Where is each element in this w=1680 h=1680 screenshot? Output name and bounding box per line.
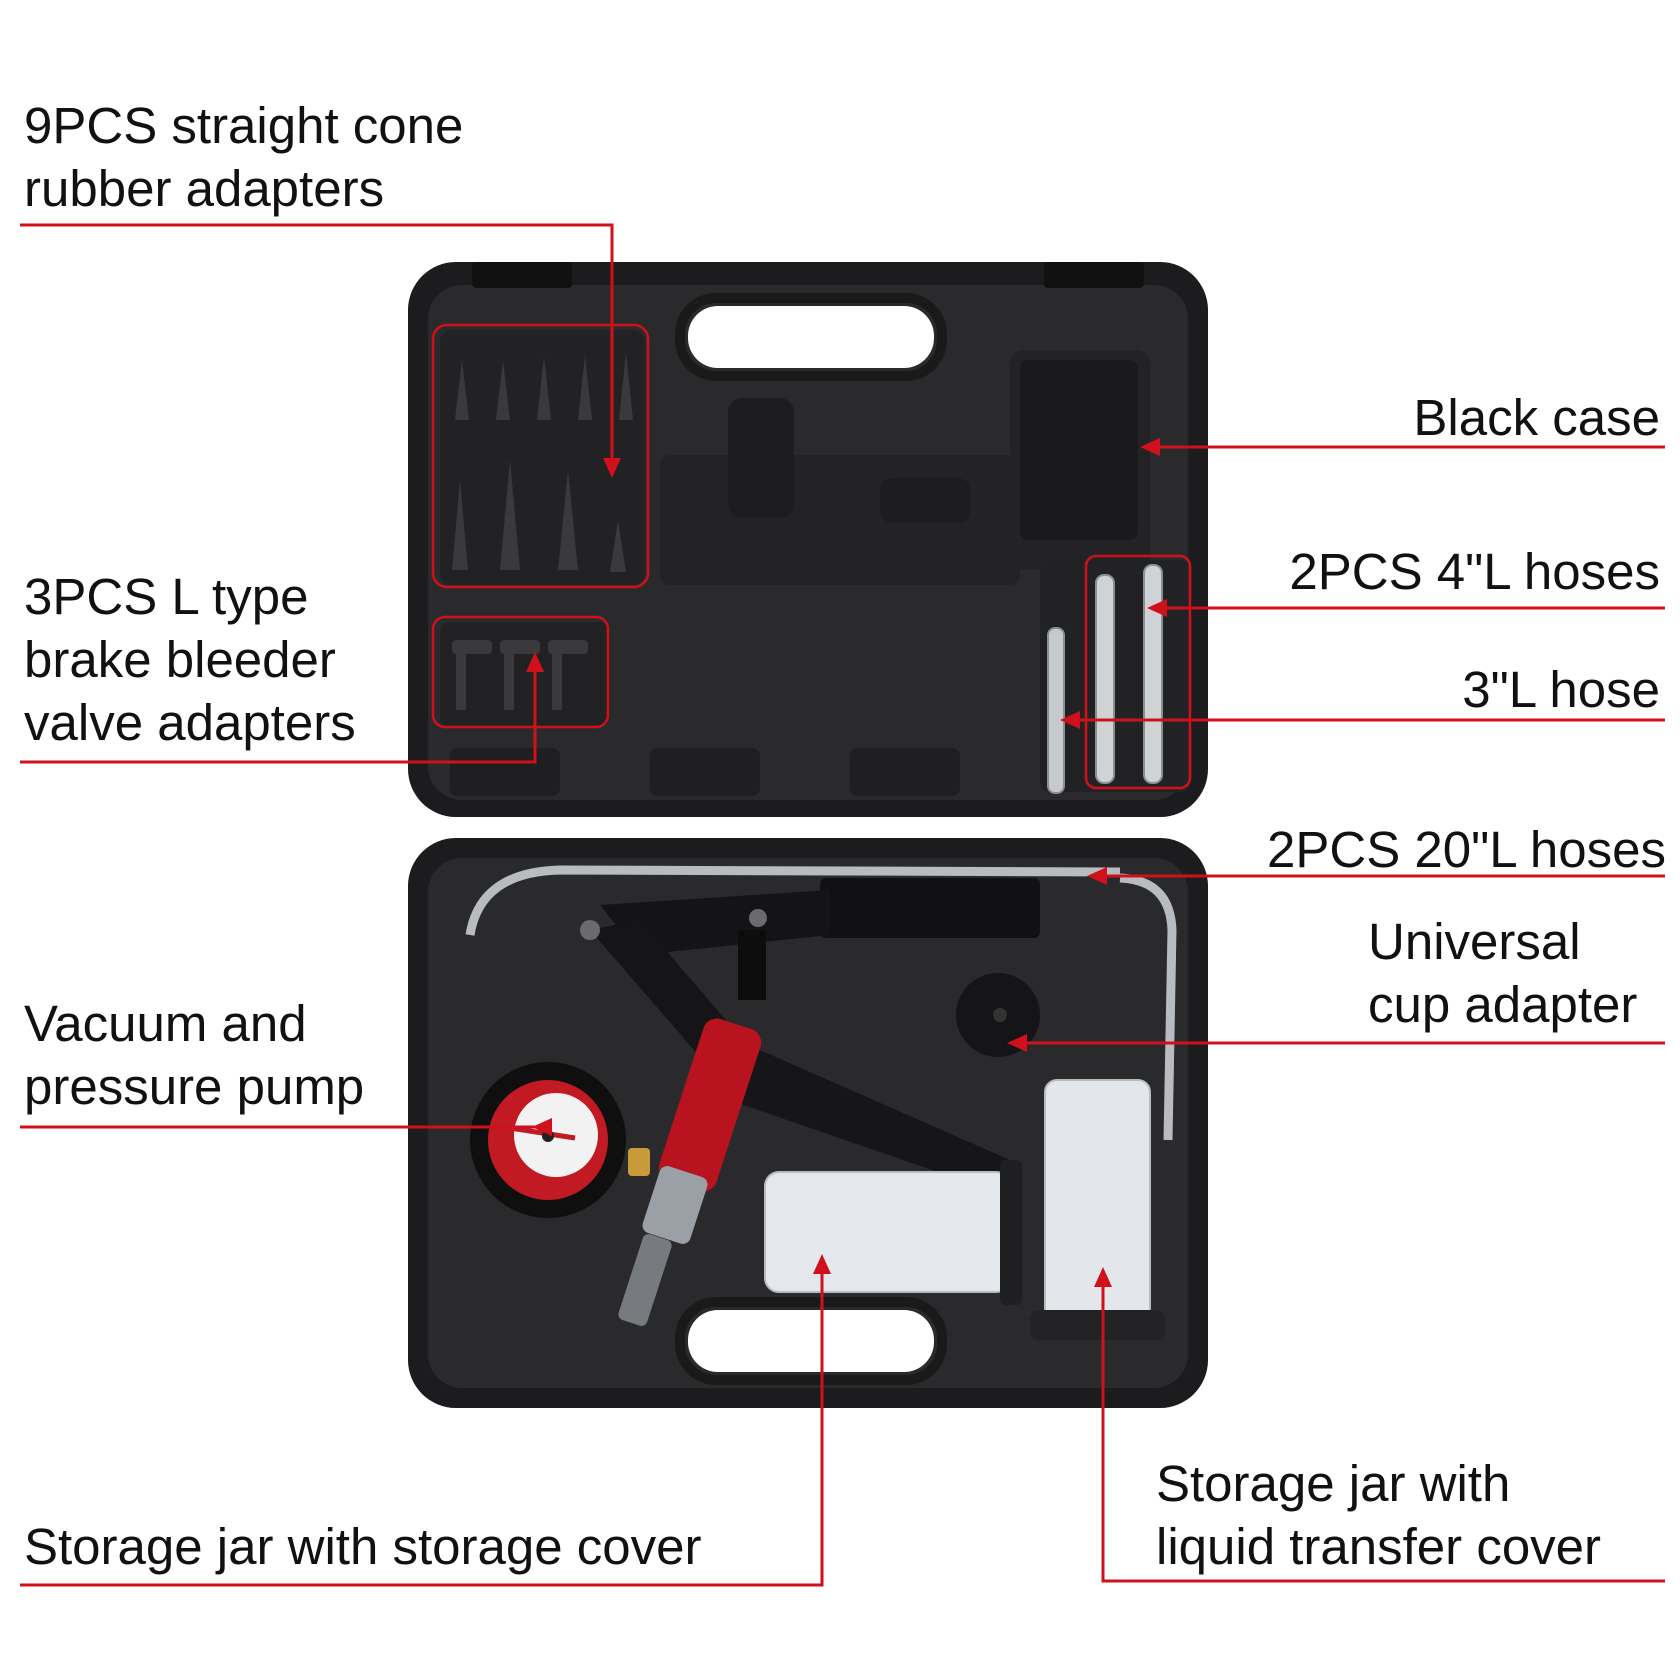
label-line: 2PCS 20"L hoses bbox=[1267, 821, 1666, 878]
label-storage-jar-transfer-cover: Storage jar with liquid transfer cover bbox=[1156, 1452, 1601, 1578]
label-l-type-adapters: 3PCS L type brake bleeder valve adapters bbox=[24, 565, 356, 754]
label-line: brake bleeder bbox=[24, 631, 336, 688]
label-line: Storage jar with bbox=[1156, 1455, 1511, 1512]
label-line: 3"L hose bbox=[1462, 661, 1660, 718]
label-line: valve adapters bbox=[24, 694, 356, 751]
black-case-lid bbox=[408, 262, 1208, 817]
black-case-base bbox=[408, 838, 1208, 1408]
label-hose-3l: 3"L hose bbox=[1462, 658, 1660, 721]
label-hoses-20l: 2PCS 20"L hoses bbox=[1267, 818, 1666, 881]
label-cup-adapter: Universal cup adapter bbox=[1368, 910, 1637, 1036]
label-line: liquid transfer cover bbox=[1156, 1518, 1602, 1575]
label-line: pressure pump bbox=[24, 1058, 365, 1115]
label-hoses-4l: 2PCS 4"L hoses bbox=[1289, 540, 1660, 603]
label-storage-jar-storage-cover: Storage jar with storage cover bbox=[24, 1515, 702, 1578]
label-line: cup adapter bbox=[1368, 976, 1638, 1033]
label-line: Storage jar with storage cover bbox=[24, 1518, 702, 1575]
label-line: rubber adapters bbox=[24, 160, 385, 217]
label-black-case: Black case bbox=[1413, 386, 1660, 449]
label-line: Vacuum and bbox=[24, 995, 307, 1052]
label-line: Universal bbox=[1368, 913, 1581, 970]
label-pump: Vacuum and pressure pump bbox=[24, 992, 364, 1118]
label-line: 9PCS straight cone bbox=[24, 97, 464, 154]
label-line: Black case bbox=[1413, 389, 1660, 446]
label-line: 2PCS 4"L hoses bbox=[1289, 543, 1660, 600]
label-line: 3PCS L type bbox=[24, 568, 309, 625]
label-cone-adapters: 9PCS straight cone rubber adapters bbox=[24, 94, 463, 220]
